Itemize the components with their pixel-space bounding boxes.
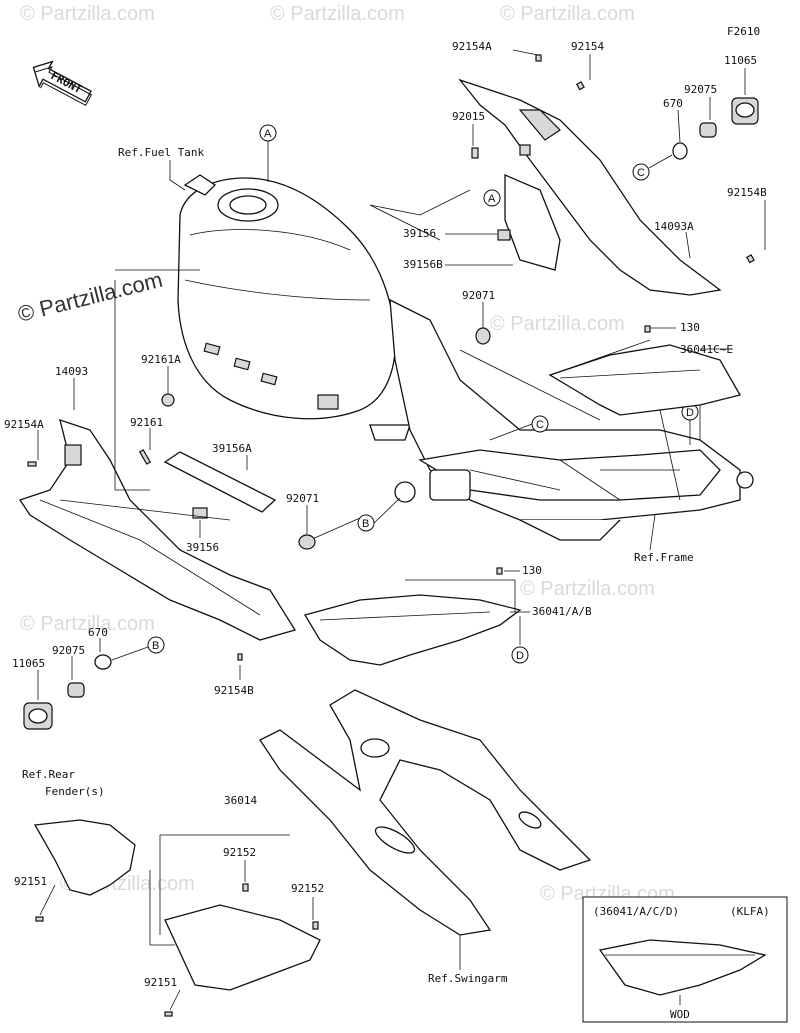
part-labels: 92154A 92154 11065 92075 670 92015 39156… <box>4 40 767 989</box>
watermark: © Partzilla.com <box>20 3 155 25</box>
callout-b-label: B <box>362 518 369 530</box>
fuel-tank <box>177 174 411 441</box>
pad-39156a <box>163 451 277 513</box>
inset-box <box>582 896 788 1023</box>
part-label: 92154A <box>452 40 492 53</box>
inset-caption: WOD <box>670 1008 690 1021</box>
callout-d-lower-label: D <box>516 650 524 662</box>
callout-b-left-label: B <box>152 640 159 652</box>
ring-670-left <box>94 654 112 670</box>
callout-a-label: A <box>264 128 272 140</box>
part-label: 130 <box>522 564 542 577</box>
part-label: 36041C~E <box>680 343 733 356</box>
ref-rear-fender-label: Ref.Rear <box>22 768 75 781</box>
ref-frame-label: Ref.Frame <box>634 551 694 564</box>
watermark: © Partzilla.com <box>20 613 155 635</box>
leader-lines <box>37 49 766 1011</box>
chain-guard-rear-fender <box>33 819 136 896</box>
part-label: 92151 <box>144 976 177 989</box>
figure-code: F2610 <box>727 25 760 38</box>
pad-39156 <box>192 507 208 519</box>
part-label: 92154A <box>4 418 44 431</box>
callout-d-lower <box>511 646 529 664</box>
part-label: 36014 <box>224 794 257 807</box>
part-label: 92151 <box>14 875 47 888</box>
part-label: 14093A <box>654 220 694 233</box>
part-label: 92152 <box>223 846 256 859</box>
front-arrow-icon <box>32 60 93 107</box>
callout-a-right <box>483 189 501 207</box>
part-label: 92152 <box>291 882 324 895</box>
grommet-11065-left <box>23 702 53 730</box>
watermark: © Partzilla.com <box>490 313 625 335</box>
part-label: 92161 <box>130 416 163 429</box>
watermark: © Partzilla.com <box>520 578 655 600</box>
side-cover-left <box>18 419 297 641</box>
part-label: 92075 <box>684 83 717 96</box>
part-label: 39156B <box>403 258 443 271</box>
screws <box>27 54 755 1017</box>
part-label: 92154B <box>727 186 767 199</box>
grommet-11065-top <box>731 97 759 125</box>
side-cover-36041ab <box>304 594 522 666</box>
collar-92075-left <box>67 682 85 698</box>
part-label: 39156 <box>403 227 436 240</box>
part-label: 92071 <box>462 289 495 302</box>
ring-670-top <box>672 142 688 160</box>
inset-title: (36041/A/C/D) <box>593 905 679 918</box>
part-label: 92071 <box>286 492 319 505</box>
part-label: 92154 <box>571 40 604 53</box>
inset-model: (KLFA) <box>730 905 770 918</box>
watermark-main: © Partzilla.com <box>15 267 165 327</box>
swingarm <box>259 689 592 936</box>
part-label: 11065 <box>724 54 757 67</box>
ref-swingarm-label: Ref.Swingarm <box>428 972 508 985</box>
part-label: 92161A <box>141 353 181 366</box>
part-label: 92015 <box>452 110 485 123</box>
callout-d-label: D <box>686 407 694 419</box>
callout-c-top-label: C <box>637 167 645 179</box>
collar-92075-top <box>699 122 717 138</box>
part-label: 11065 <box>12 657 45 670</box>
chain-guard-36014 <box>164 904 321 991</box>
ref-fuel-tank-label: Ref.Fuel Tank <box>118 146 204 159</box>
part-label: 92154B <box>214 684 254 697</box>
part-label: 39156 <box>186 541 219 554</box>
callout-c-top <box>632 163 650 181</box>
side-cover-upper-right <box>458 78 722 296</box>
part-label: 14093 <box>55 365 88 378</box>
watermark: © Partzilla.com <box>270 3 405 25</box>
ref-rear-fender-label-2: Fender(s) <box>45 785 105 798</box>
frame <box>389 298 754 541</box>
part-label: 39156A <box>212 442 252 455</box>
part-label: 36041/A/B <box>532 605 592 618</box>
part-label: 670 <box>88 626 108 639</box>
callout-b-left <box>147 636 165 654</box>
part-label: 130 <box>680 321 700 334</box>
watermark: © Partzilla.com <box>500 3 635 25</box>
part-label: 92075 <box>52 644 85 657</box>
callout-a-right-label: A <box>488 193 496 205</box>
part-label: 670 <box>663 97 683 110</box>
callout-c-label: C <box>536 419 544 431</box>
